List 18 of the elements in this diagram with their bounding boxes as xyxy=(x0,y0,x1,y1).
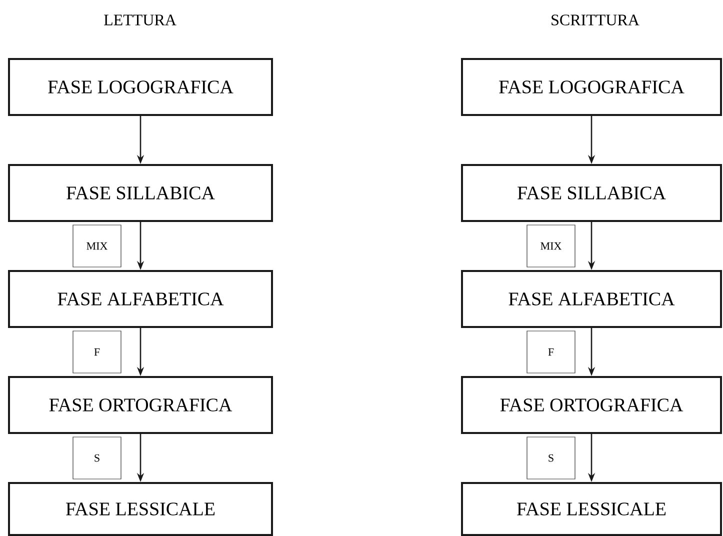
tag-box: F xyxy=(72,330,122,374)
column-heading: LETTURA xyxy=(104,14,176,26)
phase-box: FASE ORTOGRAFICA xyxy=(461,376,722,434)
tag-box: MIX xyxy=(526,224,576,268)
tag-box: S xyxy=(72,436,122,480)
phase-box: FASE ORTOGRAFICA xyxy=(8,376,273,434)
phase-box: FASE LOGOGRAFICA xyxy=(8,58,273,116)
phase-box: FASE LOGOGRAFICA xyxy=(461,58,722,116)
phase-box: FASE ALFABETICA xyxy=(8,270,273,328)
tag-box: F xyxy=(526,330,576,374)
phase-box: FASE LESSICALE xyxy=(8,482,273,536)
tag-box: MIX xyxy=(72,224,122,268)
column-heading: SCRITTURA xyxy=(552,14,640,26)
phase-box: FASE LESSICALE xyxy=(461,482,722,536)
phase-box: FASE SILLABICA xyxy=(8,164,273,222)
phase-box: FASE SILLABICA xyxy=(461,164,722,222)
phase-box: FASE ALFABETICA xyxy=(461,270,722,328)
tag-box: S xyxy=(526,436,576,480)
